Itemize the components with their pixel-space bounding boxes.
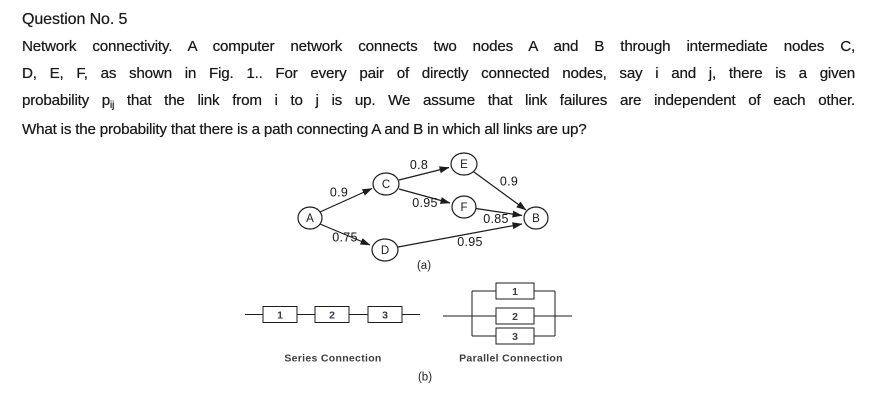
- series-connection-diagram: 1 2 3 Series Connection: [245, 305, 420, 365]
- parallel-box-1-number: 1: [512, 286, 518, 298]
- node-B: [523, 206, 549, 230]
- line3-post: that the link from i to j is up. We assu…: [114, 92, 855, 109]
- node-F-label: F: [460, 202, 467, 214]
- edge-label-A-C: 0.9: [330, 186, 348, 200]
- node-E-label: E: [460, 159, 468, 171]
- figure-b-caption: (b): [418, 372, 432, 384]
- line3-pre: probability p: [22, 92, 111, 109]
- series-box-2: [314, 305, 350, 324]
- question-text-line-4: What is the probability that there is a …: [22, 121, 587, 138]
- edge-label-C-E: 0.8: [410, 158, 428, 172]
- edge-A-C: [319, 187, 373, 213]
- edge-F-B: [475, 207, 523, 218]
- node-D: [371, 238, 399, 262]
- edge-label-D-B: 0.95: [457, 235, 483, 249]
- series-box-1: [262, 305, 298, 324]
- network-diagram: A C D E F B 0.9 0.75 0.8 0.95 0.9 0.85 0…: [297, 152, 549, 272]
- edge-label-F-B: 0.85: [483, 212, 509, 226]
- question-text-line-3: probability pij that the link from i to …: [22, 87, 855, 116]
- edge-label-C-F: 0.95: [412, 196, 438, 210]
- parallel-box-3: [495, 327, 535, 345]
- parallel-box-1: [495, 282, 535, 300]
- edge-label-A-D: 0.75: [332, 231, 358, 245]
- series-box-2-number: 2: [329, 310, 335, 322]
- figure-a-caption: (a): [417, 260, 431, 272]
- series-box-1-number: 1: [277, 310, 283, 322]
- node-B-label: B: [532, 213, 540, 225]
- question-title: Question No. 5: [22, 11, 128, 28]
- node-D-label: D: [381, 245, 389, 257]
- parallel-connection-label: Parallel Connection: [459, 353, 563, 365]
- edge-E-B: [473, 171, 527, 211]
- parallel-box-2-number: 2: [512, 311, 518, 323]
- parallel-box-2: [495, 307, 535, 325]
- edge-D-B: [397, 222, 523, 248]
- node-E: [450, 152, 478, 176]
- node-F: [451, 195, 477, 219]
- question-text-block: Question No. 5 Network connectivity. A c…: [22, 6, 855, 143]
- edge-C-E: [398, 166, 450, 181]
- question-text-line-2: D, E, F, as shown in Fig. 1.. For every …: [22, 65, 855, 82]
- series-connection-label: Series Connection: [284, 353, 381, 365]
- probability-subscript: ij: [110, 100, 115, 111]
- edge-label-E-B: 0.9: [500, 175, 518, 189]
- series-box-3-number: 3: [382, 310, 388, 322]
- node-C-label: C: [382, 179, 390, 191]
- question-text-line-1: Network connectivity. A computer network…: [22, 38, 855, 55]
- series-box-3: [367, 305, 403, 324]
- edge-A-D: [319, 223, 371, 246]
- node-A: [297, 206, 323, 230]
- figures-area: A C D E F B 0.9 0.75 0.8 0.95 0.9 0.85 0…: [245, 152, 572, 384]
- parallel-connection-diagram: 1 2 3 Parallel Connection: [443, 282, 572, 365]
- edge-C-F: [398, 188, 451, 204]
- node-A-label: A: [306, 213, 314, 225]
- node-C: [372, 172, 400, 196]
- parallel-box-3-number: 3: [512, 331, 518, 343]
